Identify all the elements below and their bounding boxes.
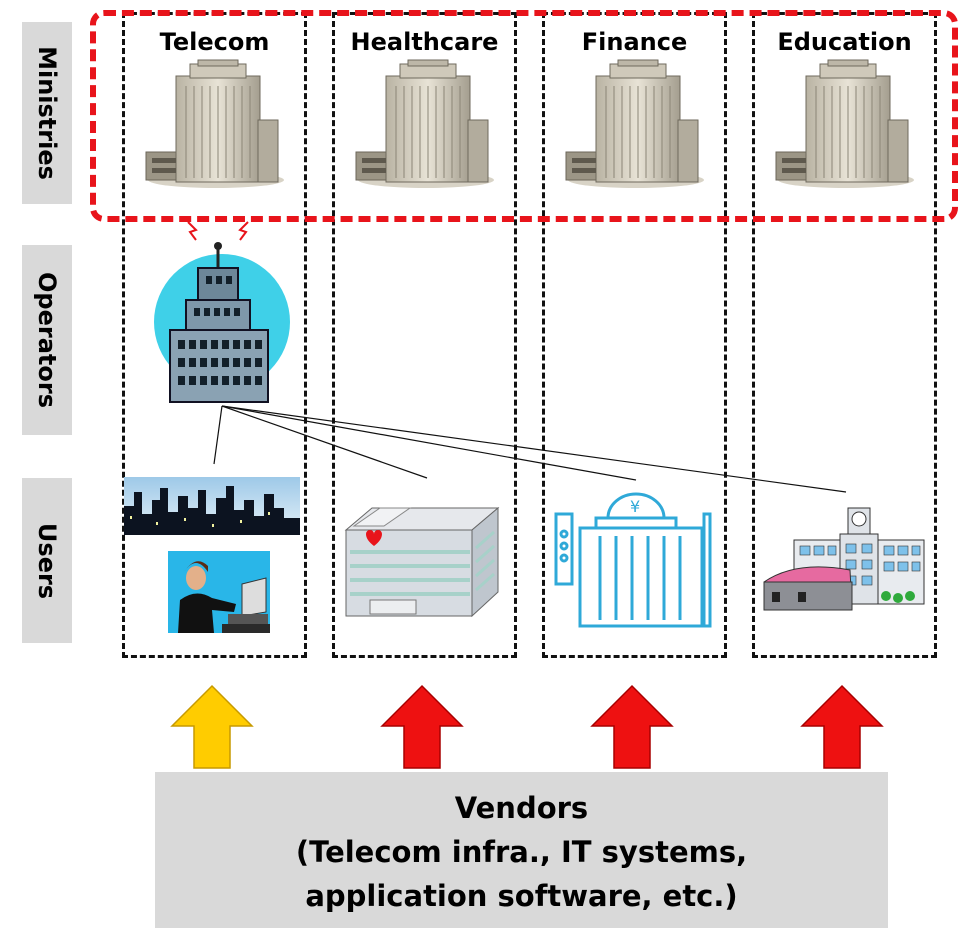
school-icon [763, 507, 925, 611]
vendors-detail-line1: (Telecom infra., IT systems, [295, 835, 748, 869]
line-to-finance-users [221, 405, 637, 481]
bank-icon: ¥ [554, 492, 712, 628]
row-label-operators: Operators [22, 245, 72, 435]
ministries-highlight-box [90, 10, 958, 222]
line-to-education-users [221, 405, 847, 493]
line-to-telecom-users [213, 405, 223, 465]
row-label-users: Users [22, 478, 72, 643]
sector-title-healthcare: Healthcare [350, 28, 499, 56]
arrow-finance [591, 685, 673, 769]
sector-title-telecom: Telecom [159, 28, 270, 56]
ministry-building-finance [565, 59, 705, 189]
sector-title-finance: Finance [581, 28, 688, 56]
ministry-building-telecom [145, 59, 285, 189]
office-worker-icon [168, 551, 270, 633]
arrow-healthcare [381, 685, 463, 769]
operator-connection-lines [213, 405, 847, 493]
row-label-ministries: Ministries [22, 22, 72, 204]
hospital-icon [344, 506, 500, 618]
vendors-box: Vendors (Telecom infra., IT systems, app… [155, 772, 888, 928]
svg-text:¥: ¥ [630, 497, 640, 516]
sector-title-education: Education [777, 28, 912, 56]
vendors-detail-line2: application software, etc.) [305, 879, 738, 913]
arrow-education [801, 685, 883, 769]
vendors-title: Vendors [454, 791, 589, 825]
arrow-telecom [171, 685, 253, 769]
line-to-healthcare-users [221, 405, 428, 479]
telecom-operator-icon [154, 221, 290, 403]
ministry-building-education [775, 59, 915, 189]
ministry-building-healthcare [355, 59, 495, 189]
city-skyline-icon [124, 477, 300, 535]
